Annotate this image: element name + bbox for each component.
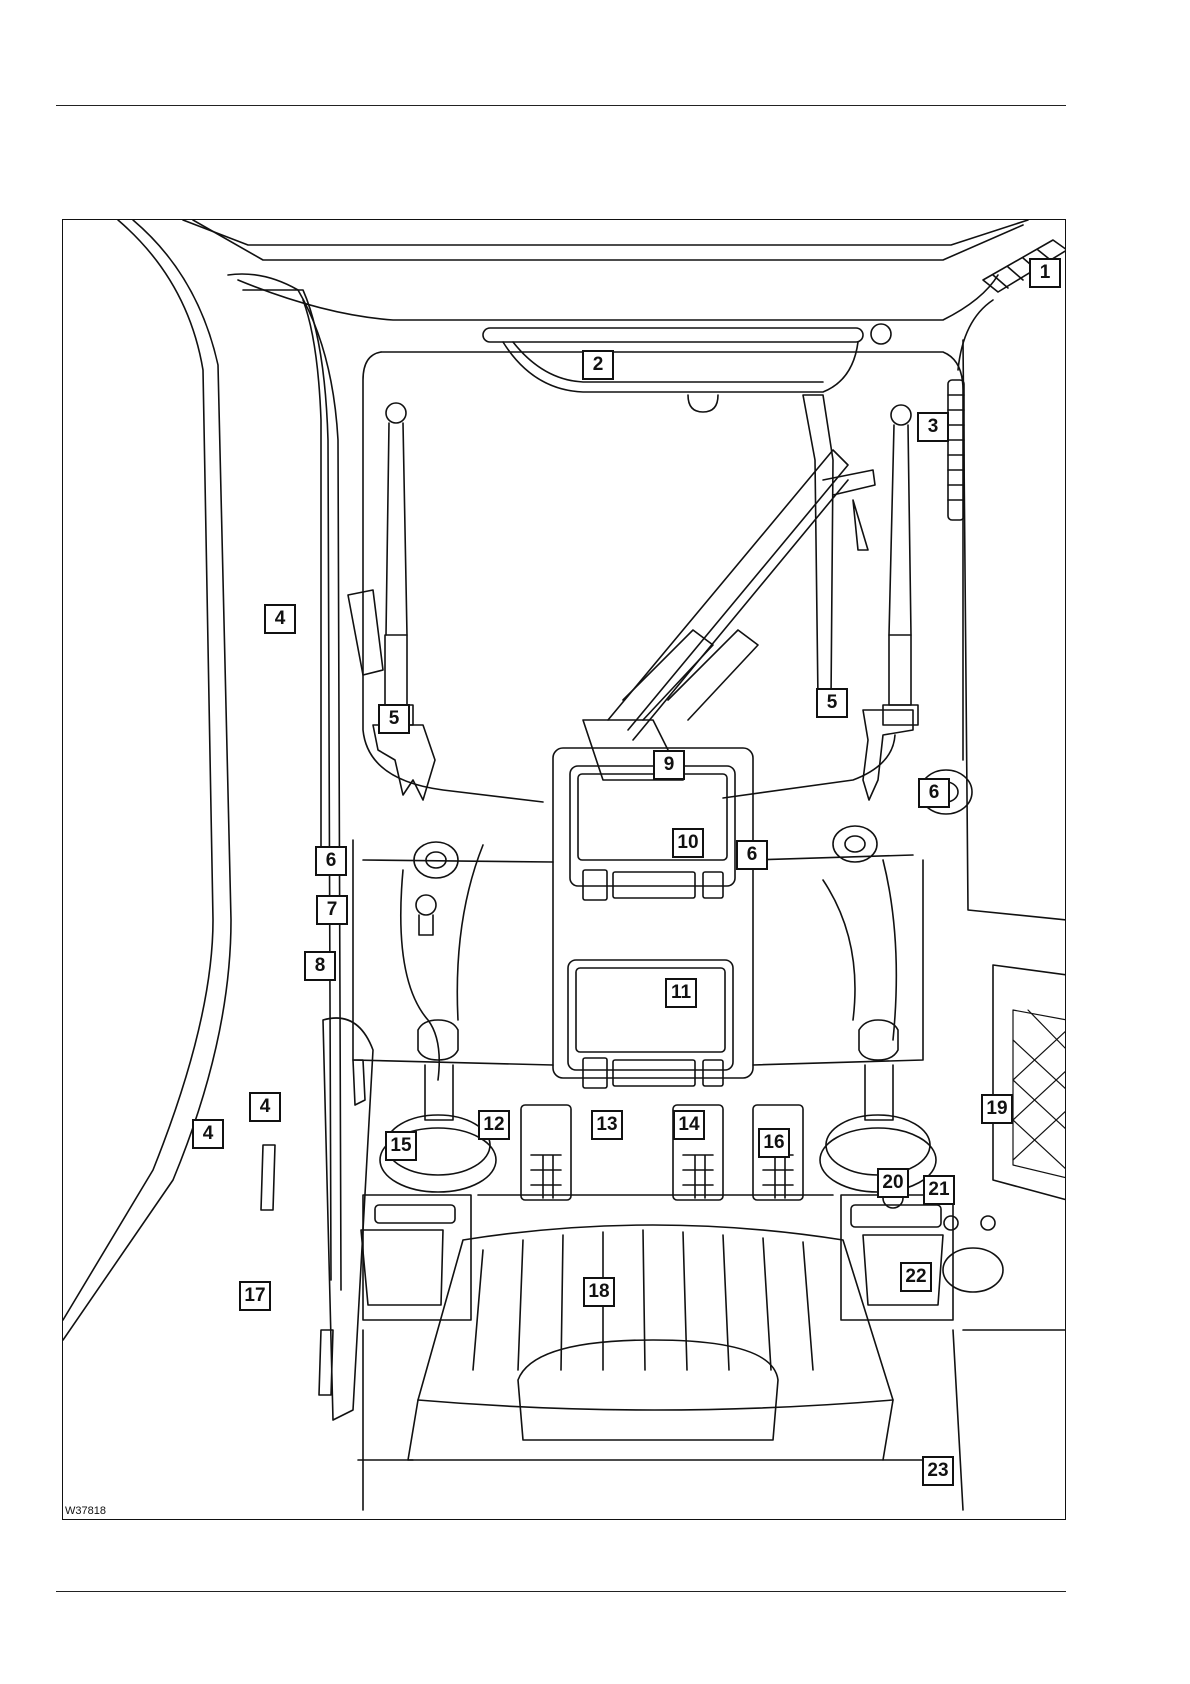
header-rule — [56, 105, 1066, 106]
callout-22: 22 — [900, 1262, 932, 1292]
cab-interior-figure: 1 2 3 4 4 4 5 5 6 6 6 7 8 9 10 11 12 13 … — [62, 219, 1066, 1520]
callout-11: 11 — [665, 978, 697, 1008]
callout-1: 1 — [1029, 258, 1061, 288]
callout-7: 7 — [316, 895, 348, 925]
seat-icon — [358, 1225, 963, 1510]
callout-13: 13 — [591, 1110, 623, 1140]
callout-6c: 6 — [736, 840, 768, 870]
mesh-panel-icon — [1013, 1010, 1066, 1178]
callout-5b: 5 — [816, 688, 848, 718]
gas-strut-left-icon — [381, 403, 413, 725]
callout-16: 16 — [758, 1128, 790, 1158]
callout-4c: 4 — [192, 1119, 224, 1149]
callout-6b: 6 — [315, 846, 347, 876]
footer-rule — [56, 1591, 1066, 1592]
callout-3: 3 — [917, 412, 949, 442]
callout-6a: 6 — [918, 778, 950, 808]
callout-2: 2 — [582, 350, 614, 380]
gas-strut-right-icon — [883, 405, 918, 725]
callout-9: 9 — [653, 750, 685, 780]
callout-17: 17 — [239, 1281, 271, 1311]
callout-15: 15 — [385, 1131, 417, 1161]
callout-10: 10 — [672, 828, 704, 858]
interior-light-bar-icon — [948, 380, 964, 520]
callout-4a: 4 — [264, 604, 296, 634]
figure-code: W37818 — [65, 1505, 106, 1517]
callout-20: 20 — [877, 1168, 909, 1198]
callout-5a: 5 — [378, 704, 410, 734]
display-housing-icon — [553, 748, 753, 1088]
joystick-right-icon — [820, 1020, 936, 1192]
callout-4b: 4 — [249, 1092, 281, 1122]
callout-18: 18 — [583, 1277, 615, 1307]
callout-21: 21 — [923, 1175, 955, 1205]
cab-line-drawing — [63, 220, 1066, 1520]
callout-8: 8 — [304, 951, 336, 981]
sun-visor-rail-icon — [483, 324, 891, 412]
callout-14: 14 — [673, 1110, 705, 1140]
callout-12: 12 — [478, 1110, 510, 1140]
callout-19: 19 — [981, 1094, 1013, 1124]
callout-23: 23 — [922, 1456, 954, 1486]
